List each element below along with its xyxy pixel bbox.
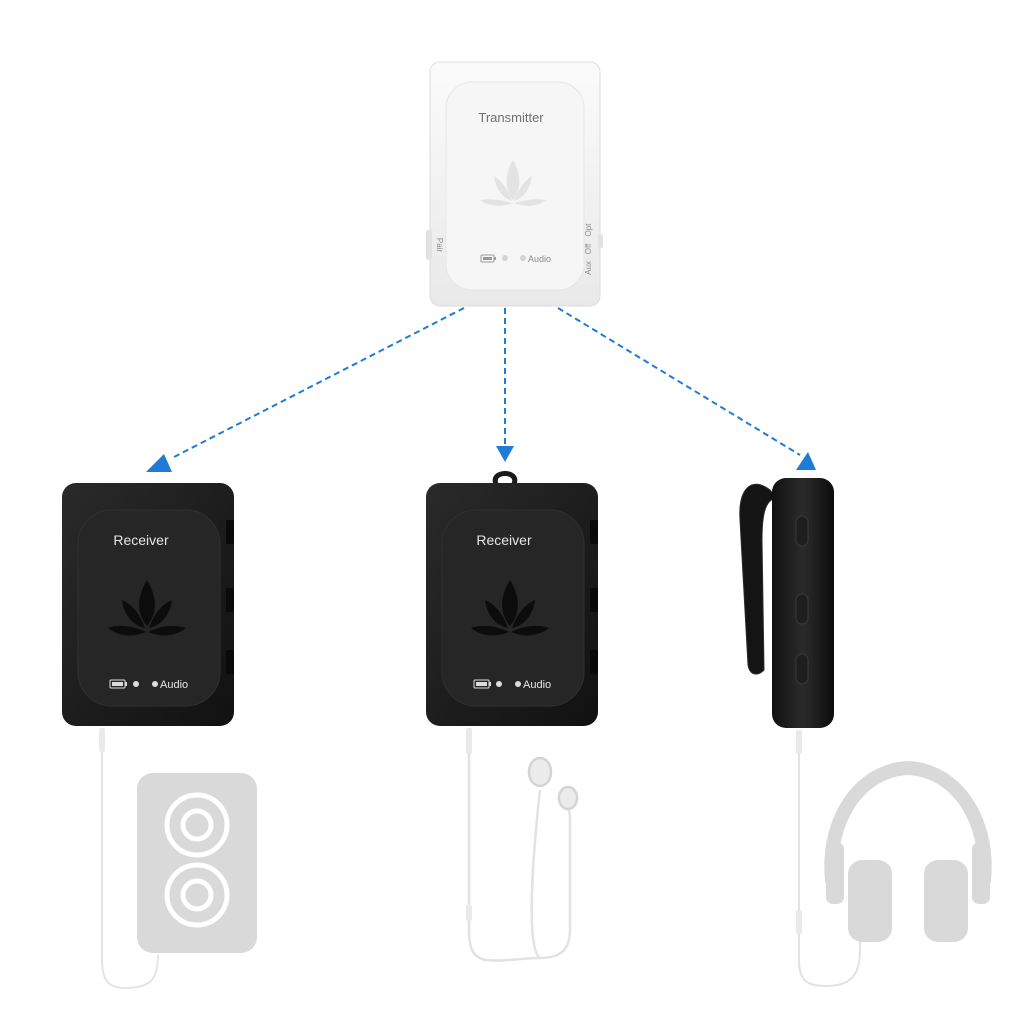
arrowheads — [146, 446, 816, 472]
arrowhead-center — [496, 446, 514, 462]
leaf-logo-icon — [471, 580, 549, 636]
arrow-line-left — [171, 307, 465, 459]
audio-led — [515, 681, 521, 687]
receiver-center: Receiver Audio — [426, 471, 598, 726]
arrowhead-right — [796, 452, 816, 470]
receiver-left: Receiver Audio — [62, 483, 234, 726]
receiver-left-audio-label: Audio — [160, 679, 188, 691]
switch-label-off: Off — [584, 243, 593, 254]
transmitter: Transmitter Audio Pair Aux Off Opt — [426, 61, 603, 307]
pair-button[interactable] — [426, 230, 432, 260]
speaker-cable — [99, 728, 159, 990]
pair-label: Pair — [435, 238, 444, 253]
battery-icon — [473, 679, 491, 689]
clip-button-top[interactable] — [795, 515, 809, 547]
input-switch[interactable] — [598, 234, 603, 248]
clip-button-bottom[interactable] — [795, 653, 809, 685]
belt-clip-icon — [739, 483, 777, 675]
receiver-center-audio-label: Audio — [523, 679, 551, 691]
leaf-logo-icon — [480, 160, 546, 206]
power-led — [133, 681, 139, 687]
receiver-left-title: Receiver — [113, 532, 169, 548]
headphones-icon — [824, 760, 992, 942]
battery-icon — [480, 254, 496, 263]
audio-led — [520, 255, 526, 261]
arrow-line-right — [557, 307, 801, 456]
receiver-center-title: Receiver — [476, 532, 532, 548]
switch-label-opt: Opt — [584, 223, 593, 237]
switch-label-aux: Aux — [584, 261, 593, 275]
audio-led — [152, 681, 158, 687]
arrowhead-left — [146, 454, 172, 472]
signal-arrows — [171, 307, 801, 459]
clip-receiver — [739, 478, 834, 728]
clip-button-mid[interactable] — [795, 593, 809, 625]
lanyard-loop — [492, 471, 518, 485]
power-led — [502, 255, 508, 261]
leaf-logo-icon — [108, 580, 186, 636]
transmitter-audio-label: Audio — [528, 254, 551, 264]
headphones-cable — [796, 730, 861, 988]
speaker-icon — [137, 773, 257, 953]
power-led — [496, 681, 502, 687]
transmitter-title: Transmitter — [478, 110, 544, 125]
earphones-icon — [466, 728, 579, 962]
battery-icon — [109, 679, 127, 689]
